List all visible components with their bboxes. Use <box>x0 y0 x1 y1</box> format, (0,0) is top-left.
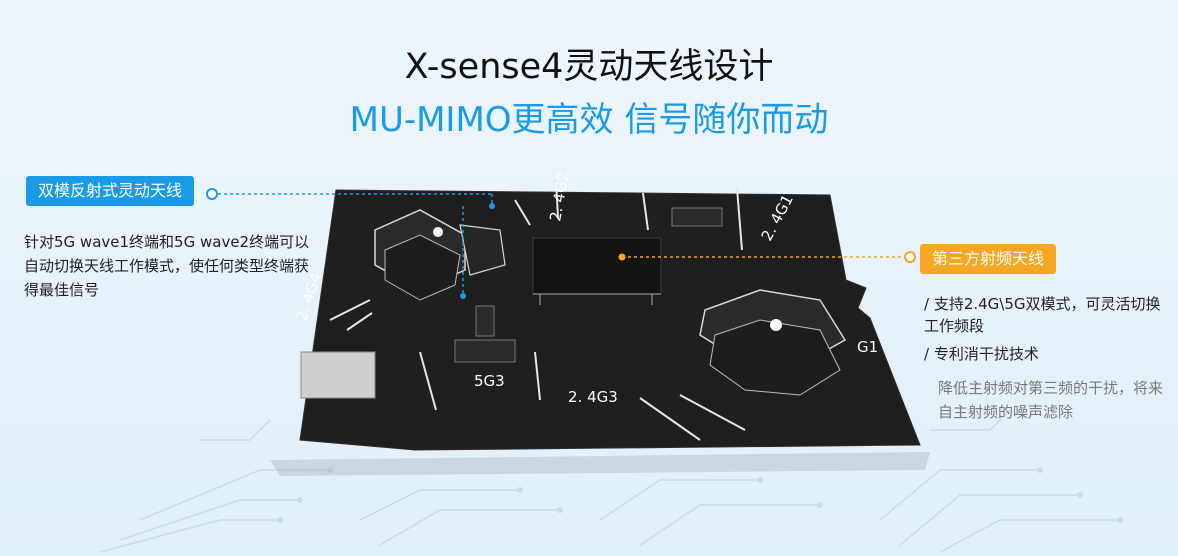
right-connector-line <box>618 251 916 263</box>
small-block-mid <box>475 305 495 337</box>
metal-shield <box>300 351 376 399</box>
small-block-top <box>671 207 723 227</box>
left-connector-line <box>206 188 495 299</box>
page-title: X-sense4灵动天线设计 <box>404 47 774 87</box>
page-subtitle: MU-MIMO更高效 信号随你而动 <box>349 100 829 140</box>
label-g1: G1 <box>857 338 878 356</box>
right-hex-antenna <box>699 289 847 396</box>
small-block-5g3 <box>454 339 516 363</box>
board-shadow <box>270 452 930 476</box>
antenna-fins <box>329 179 746 441</box>
feature-interference: / 专利消干扰技术 <box>924 345 1039 363</box>
center-chip <box>532 237 662 295</box>
label-5g3: 5G3 <box>474 372 505 390</box>
reflector-antenna-tag: 双模反射式灵动天线 <box>26 176 195 206</box>
feature-dual-band: / 支持2.4G\5G双模式，可灵活切换工作频段 <box>924 295 1161 335</box>
left-hex-antenna <box>374 209 506 301</box>
interference-note: 降低主射频对第三频的干扰，将来自主射频的噪声滤除 <box>938 379 1164 421</box>
third-party-antenna-tag: 第三方射频天线 <box>920 244 1057 274</box>
reflector-antenna-description: 针对5G wave1终端和5G wave2终端可以自动切换天线工作模式，使任何类… <box>24 233 310 299</box>
label-24g3: 2. 4G3 <box>568 388 618 406</box>
circuit-background <box>99 409 1123 553</box>
